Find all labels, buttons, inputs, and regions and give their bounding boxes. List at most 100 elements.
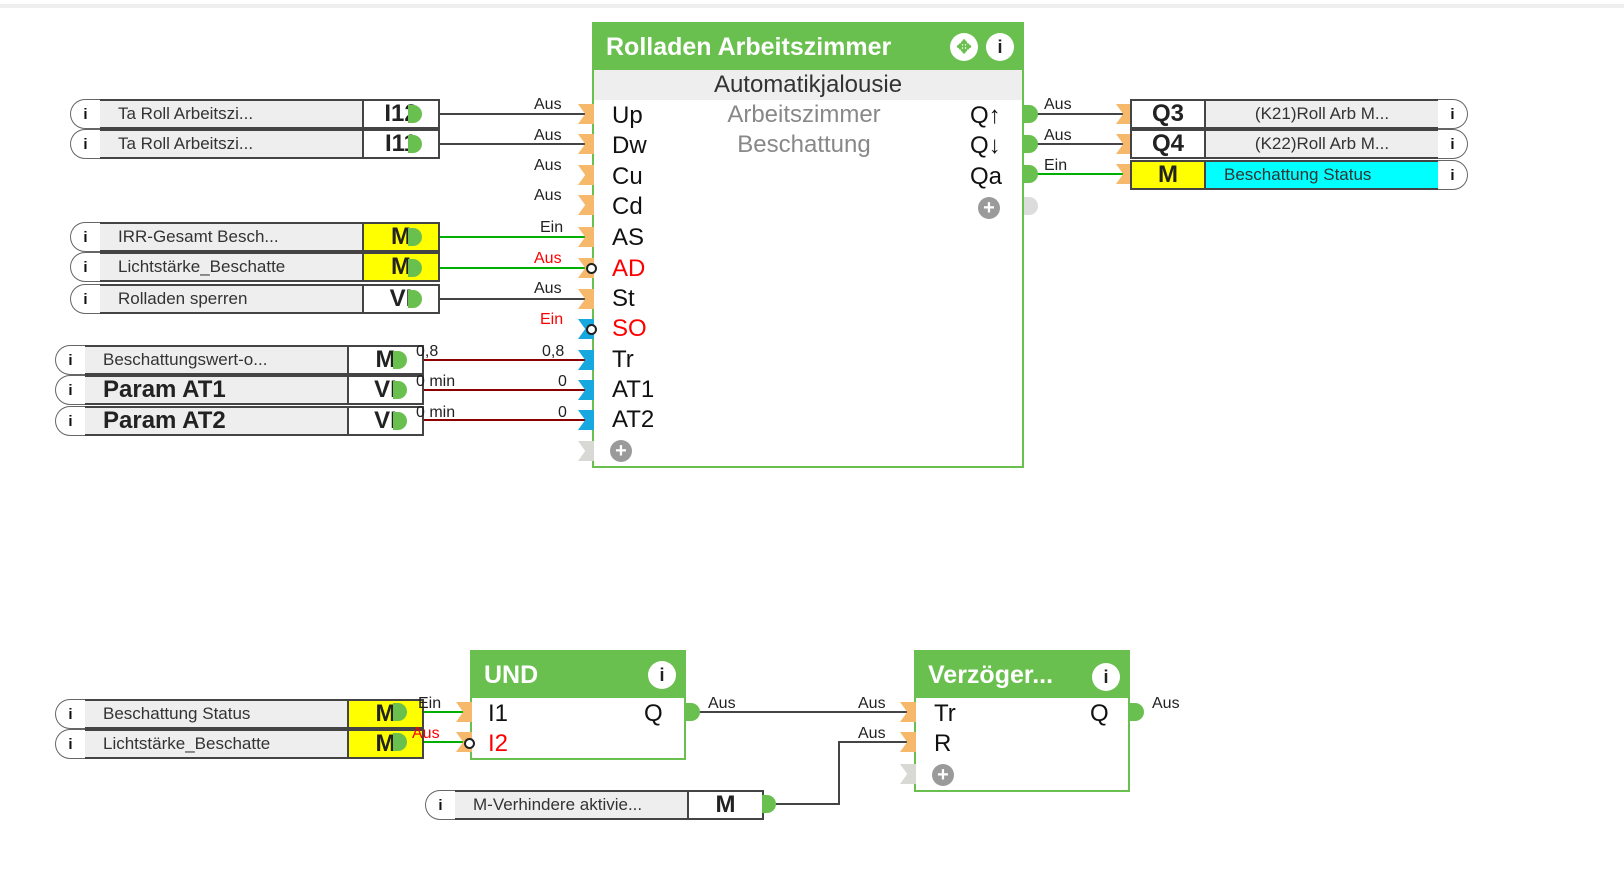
block-rolladen-arbeitszimmer[interactable]: Rolladen Arbeitszimmer ✥ i Automatikjalo… <box>592 22 1024 468</box>
info-icon[interactable]: i <box>55 729 85 759</box>
input-label-st: St <box>612 285 635 312</box>
move-icon[interactable]: ✥ <box>950 33 978 61</box>
info-icon[interactable]: i <box>70 284 100 314</box>
input-port[interactable] <box>1116 164 1132 184</box>
input-value-tr: 0,8 <box>542 343 565 360</box>
input-value-st: Aus <box>534 280 562 297</box>
input-field-beschattung-status[interactable]: i Beschattung Status M <box>55 699 424 729</box>
input-field-rolladen-sperren[interactable]: i Rolladen sperren VI <box>70 284 440 314</box>
output-port[interactable] <box>762 795 776 813</box>
input-value-ad: Aus <box>534 250 562 267</box>
info-icon[interactable]: i <box>986 33 1014 61</box>
output-field-beschattung-status[interactable]: M Beschattung Status i <box>1130 160 1468 190</box>
block-description-line1: Arbeitszimmer <box>727 101 881 128</box>
field-tag: VI <box>362 284 440 314</box>
field-name: Rolladen sperren <box>100 284 362 314</box>
info-icon[interactable]: i <box>55 699 85 729</box>
field-tag: M <box>362 252 440 282</box>
input-port-cd[interactable] <box>578 195 594 215</box>
output-port[interactable] <box>393 733 407 751</box>
info-icon[interactable]: i <box>70 129 100 159</box>
input-field-lichtstaerke[interactable]: i Lichtstärke_Beschatte M <box>70 252 440 282</box>
output-field-q4[interactable]: Q4 (K22)Roll Arb M... i <box>1130 129 1468 159</box>
output-value-qa: Ein <box>1044 157 1068 174</box>
block-subtitle: Automatikjalousie <box>594 70 1022 100</box>
info-icon[interactable]: i <box>648 661 676 689</box>
input-field-param-at2[interactable]: i Param AT2 VI <box>55 406 424 436</box>
output-port-empty[interactable] <box>1024 197 1038 215</box>
input-field-ta-roll-1[interactable]: i Ta Roll Arbeitszi... I12 <box>70 99 440 129</box>
info-icon[interactable]: i <box>1438 129 1468 159</box>
input-port-i1[interactable] <box>456 702 472 722</box>
info-icon[interactable]: i <box>55 406 85 436</box>
add-output-icon[interactable]: + <box>978 197 1000 219</box>
input-port-dw[interactable] <box>578 134 594 154</box>
input-field-beschattungswert[interactable]: i Beschattungswert-o... M <box>55 345 424 375</box>
output-port[interactable] <box>408 105 422 123</box>
field-tag: M <box>1130 160 1206 190</box>
input-field-param-at1[interactable]: i Param AT1 VI <box>55 375 424 405</box>
info-icon[interactable]: i <box>70 99 100 129</box>
input-port-cu[interactable] <box>578 165 594 185</box>
output-port-q[interactable] <box>1130 703 1144 721</box>
input-port-up[interactable] <box>578 104 594 124</box>
input-value-as: Ein <box>540 219 564 236</box>
output-port[interactable] <box>408 228 422 246</box>
output-port[interactable] <box>393 381 407 399</box>
output-field-q3[interactable]: Q3 (K21)Roll Arb M... i <box>1130 99 1468 129</box>
block-verzoegerung[interactable]: Verzöger... i Tr R Q + <box>914 650 1130 792</box>
info-icon[interactable]: i <box>1438 160 1468 190</box>
output-port[interactable] <box>393 412 407 430</box>
input-port[interactable] <box>1116 104 1132 124</box>
field-tag: M <box>347 729 424 759</box>
input-label-at1: AT1 <box>612 376 655 403</box>
output-port[interactable] <box>408 259 422 277</box>
input-label-dw: Dw <box>612 132 647 159</box>
wire-verhindere-to-r[interactable] <box>776 741 912 805</box>
block-description-line2: Beschattung <box>737 131 871 158</box>
info-icon[interactable]: i <box>1092 663 1120 691</box>
wire-value-label: 0,8 <box>416 343 439 360</box>
field-name: Param AT1 <box>85 375 347 405</box>
input-field-lichtstaerke-2[interactable]: i Lichtstärke_Beschatte M <box>55 729 424 759</box>
info-icon[interactable]: i <box>425 790 455 820</box>
output-port-q-down[interactable] <box>1024 135 1038 153</box>
block-und[interactable]: UND i I1 I2 Q <box>470 650 686 760</box>
input-value-at2: 0 <box>558 404 567 421</box>
info-icon[interactable]: i <box>55 375 85 405</box>
output-port[interactable] <box>408 290 422 308</box>
output-port-q[interactable] <box>686 703 700 721</box>
add-input-icon[interactable]: + <box>932 764 954 786</box>
info-icon[interactable]: i <box>70 252 100 282</box>
info-icon[interactable]: i <box>70 222 100 252</box>
input-label-ad: AD <box>612 255 646 282</box>
input-value-up: Aus <box>534 96 562 113</box>
input-field-verhindere[interactable]: i M-Verhindere aktivie... M <box>425 790 764 820</box>
input-port-empty[interactable] <box>578 441 594 461</box>
output-value-q-down: Aus <box>1044 127 1072 144</box>
wire-value-label: 0 min <box>416 373 456 390</box>
input-port-as[interactable] <box>578 227 594 247</box>
output-port[interactable] <box>408 135 422 153</box>
input-port-tr[interactable] <box>900 702 916 722</box>
input-label-at2: AT2 <box>612 406 655 433</box>
info-icon[interactable]: i <box>55 345 85 375</box>
input-port-at1[interactable] <box>578 380 594 400</box>
input-port-empty[interactable] <box>900 764 916 784</box>
info-icon[interactable]: i <box>1438 99 1468 129</box>
output-port-q-up[interactable] <box>1024 105 1038 123</box>
output-port[interactable] <box>393 703 407 721</box>
input-port-st[interactable] <box>578 289 594 309</box>
input-field-ta-roll-2[interactable]: i Ta Roll Arbeitszi... I11 <box>70 129 440 159</box>
input-field-irr[interactable]: i IRR-Gesamt Besch... M <box>70 222 440 252</box>
add-input-icon[interactable]: + <box>610 440 632 462</box>
output-port[interactable] <box>393 351 407 369</box>
input-port[interactable] <box>1116 134 1132 154</box>
input-port-tr[interactable] <box>578 350 594 370</box>
field-tag: Q3 <box>1130 99 1206 129</box>
field-tag: I12 <box>362 99 440 129</box>
input-port-at2[interactable] <box>578 410 594 430</box>
input-port-r[interactable] <box>900 732 916 752</box>
field-tag: I11 <box>362 129 440 159</box>
output-port-qa[interactable] <box>1024 165 1038 183</box>
